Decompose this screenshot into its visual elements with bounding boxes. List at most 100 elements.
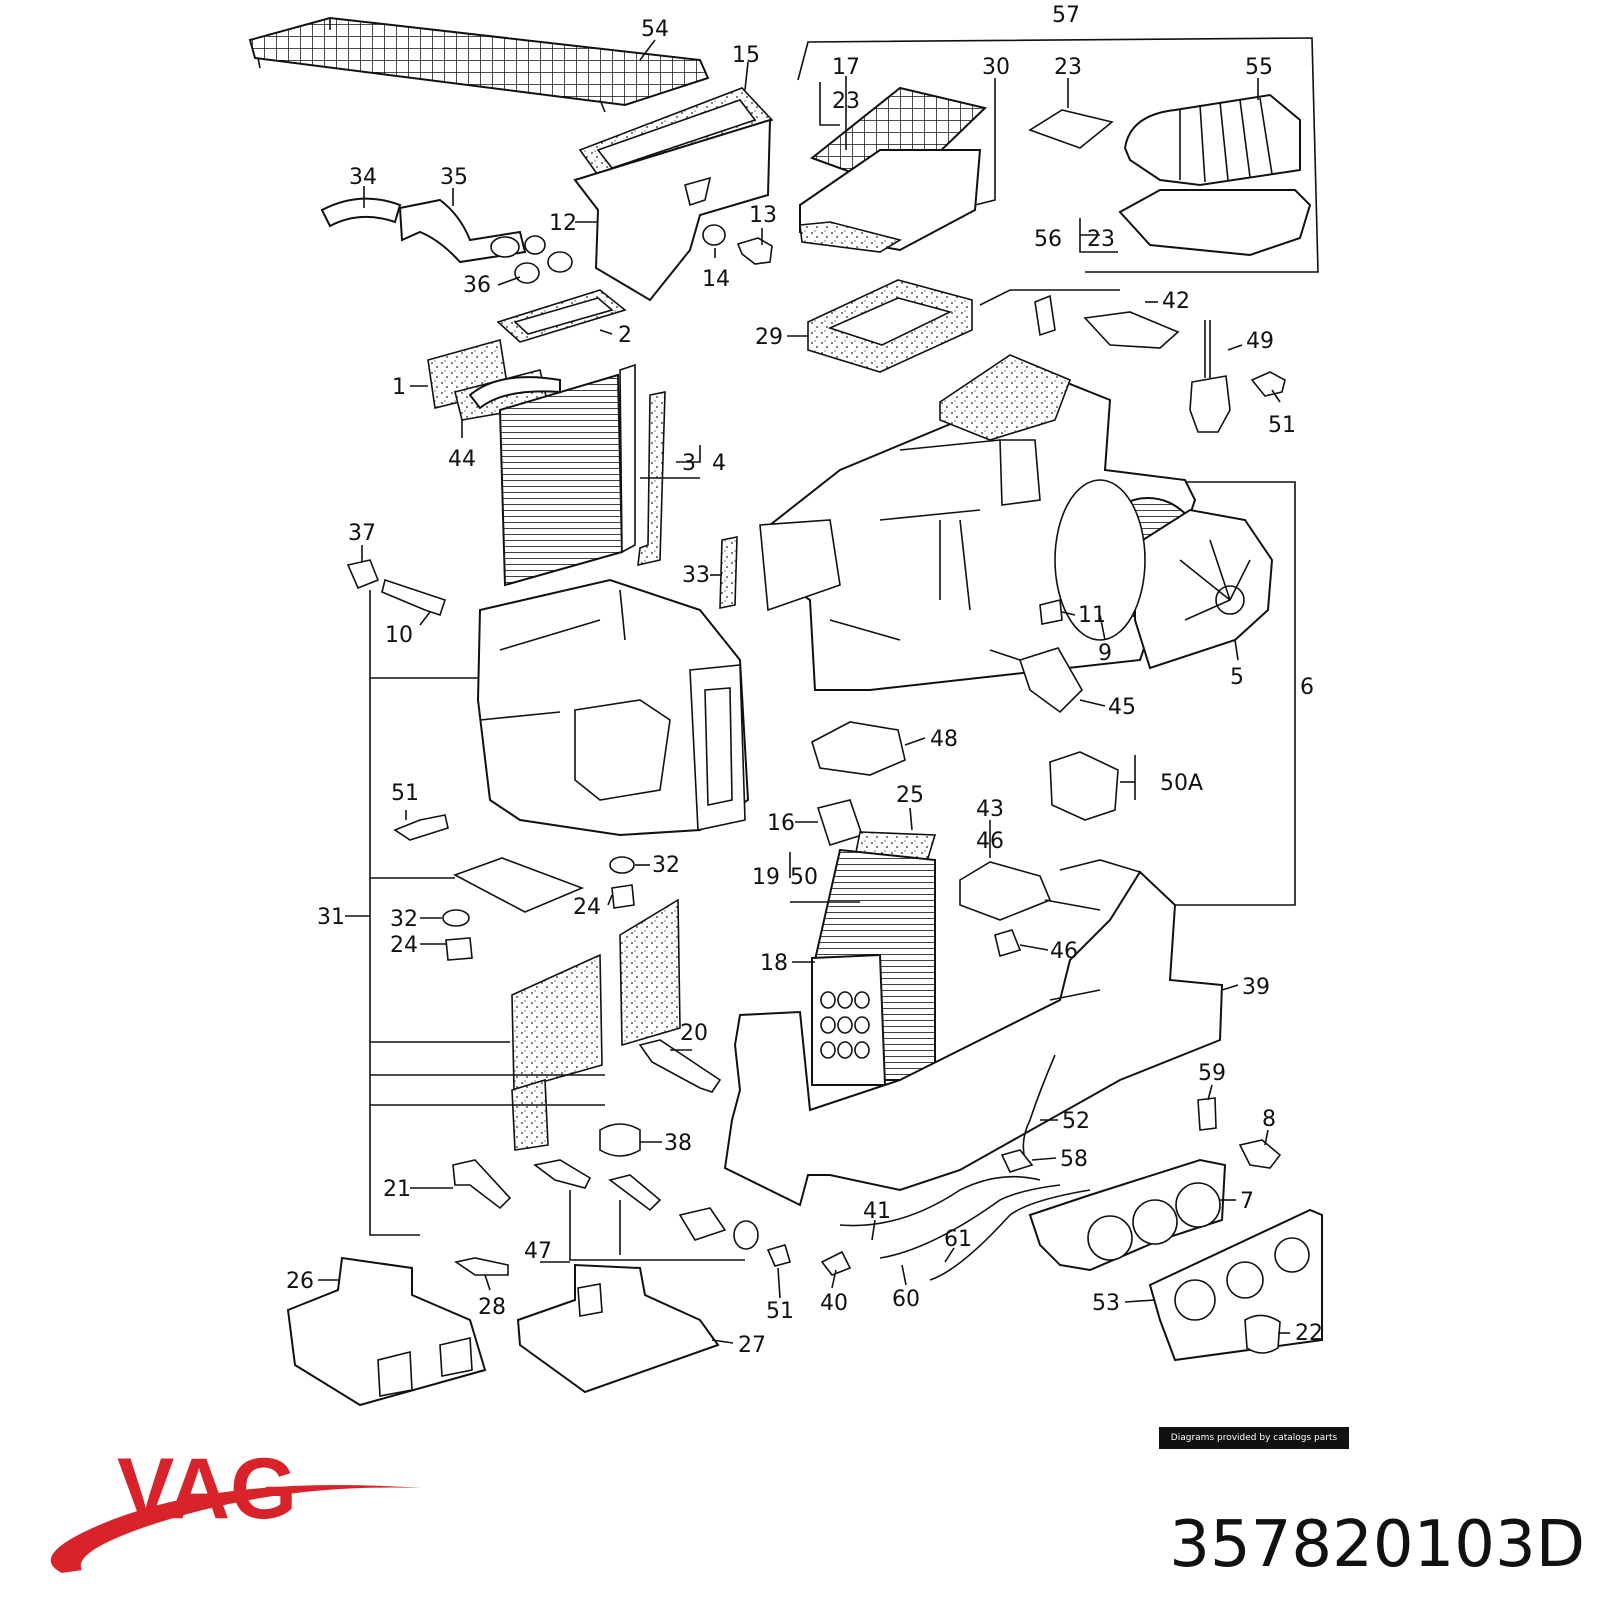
part-38-grommet bbox=[599, 1123, 641, 1157]
part-24-clip-left bbox=[445, 937, 473, 961]
callout-label: 23 bbox=[1054, 55, 1082, 80]
callout-label: 26 bbox=[286, 1269, 314, 1294]
part-11-clip bbox=[1039, 598, 1063, 625]
callout-label: 13 bbox=[749, 203, 777, 228]
filter-panel-back bbox=[619, 898, 681, 1047]
callout-label: 40 bbox=[820, 1291, 848, 1316]
part-24-clip-right bbox=[611, 884, 635, 909]
part-5-blower-motor bbox=[1134, 508, 1274, 670]
callout-label: 57 bbox=[1052, 3, 1080, 28]
part-23-clip bbox=[1028, 109, 1114, 149]
part-drawings bbox=[248, 16, 1323, 1407]
callout-label: 61 bbox=[944, 1227, 972, 1252]
callout-label: 24 bbox=[573, 895, 601, 920]
callout-label: 7 bbox=[1240, 1189, 1254, 1214]
callout-label: 50 bbox=[790, 865, 818, 890]
callout-label: 50A bbox=[1160, 771, 1203, 796]
part-48-valve bbox=[811, 721, 906, 776]
callout-label: 48 bbox=[930, 727, 958, 752]
part-16-valve bbox=[816, 799, 864, 846]
part-10-screw bbox=[381, 578, 447, 617]
part-42-bracket bbox=[1083, 311, 1180, 349]
part-59-clip bbox=[1197, 1097, 1217, 1131]
callout-label: 18 bbox=[760, 951, 788, 976]
brand-name: VAG bbox=[117, 1448, 297, 1537]
part-27-vent bbox=[516, 1263, 720, 1394]
callout-label: 49 bbox=[1246, 329, 1274, 354]
callout-label: 53 bbox=[1092, 1291, 1120, 1316]
leader-lines bbox=[318, 39, 1290, 1344]
callout-label: 43 bbox=[976, 797, 1004, 822]
part-51-screw-bottom bbox=[766, 1244, 791, 1267]
part-7-control-unit bbox=[1028, 1158, 1227, 1272]
callout-label: 21 bbox=[383, 1177, 411, 1202]
callout-label: 56 bbox=[1034, 227, 1062, 252]
callout-label: 15 bbox=[732, 43, 760, 68]
part-22-knob bbox=[1244, 1314, 1281, 1354]
diagram-credit: Diagrams provided by catalogs parts bbox=[1159, 1427, 1349, 1449]
part-28-screw bbox=[454, 1257, 509, 1276]
callout-label: 20 bbox=[680, 1021, 708, 1046]
callout-label: 32 bbox=[390, 907, 418, 932]
part-34-hose bbox=[320, 197, 402, 228]
callout-label: 35 bbox=[440, 165, 468, 190]
callout-label: 36 bbox=[463, 273, 491, 298]
callout-label: 1 bbox=[392, 375, 406, 400]
part-33-strip bbox=[719, 536, 738, 609]
exploded-parts-diagram: 54 57 15 17 23 30 23 55 34 35 12 13 14 3… bbox=[248, 3, 1323, 1407]
callout-label: 27 bbox=[738, 1333, 766, 1358]
evaporator-ports bbox=[820, 991, 870, 1059]
part-43-switch bbox=[959, 861, 1052, 921]
callout-label: 51 bbox=[1268, 413, 1296, 438]
callout-label: 30 bbox=[982, 55, 1010, 80]
callout-label: 33 bbox=[682, 563, 710, 588]
callout-label: 17 bbox=[832, 55, 860, 80]
callout-label: 54 bbox=[641, 17, 669, 42]
part-20-bolt bbox=[638, 1039, 722, 1093]
callout-label: 38 bbox=[664, 1131, 692, 1156]
callout-label: 8 bbox=[1262, 1107, 1276, 1132]
callout-label: 3 bbox=[682, 451, 696, 476]
callout-label: 4 bbox=[712, 451, 726, 476]
callout-label: 34 bbox=[349, 165, 377, 190]
part-40-clip bbox=[820, 1250, 852, 1276]
part-46-grommet bbox=[994, 929, 1022, 958]
part-32-washer-left bbox=[442, 909, 470, 927]
part-45-resistor bbox=[1018, 647, 1083, 714]
callout-label: 11 bbox=[1078, 603, 1106, 628]
callout-label: 60 bbox=[892, 1287, 920, 1312]
callout-label: 41 bbox=[863, 1199, 891, 1224]
callout-label: 31 bbox=[317, 905, 345, 930]
callout-label: 46 bbox=[976, 829, 1004, 854]
callout-label: 22 bbox=[1295, 1321, 1323, 1346]
callout-label: 19 bbox=[752, 865, 780, 890]
callout-label: 9 bbox=[1098, 641, 1112, 666]
part-4-heater-core bbox=[498, 373, 624, 587]
callout-label: 29 bbox=[755, 325, 783, 350]
part-54-panel bbox=[248, 16, 710, 107]
callout-label: 25 bbox=[896, 783, 924, 808]
callout-label: 47 bbox=[524, 1239, 552, 1264]
callout-label: 23 bbox=[1087, 227, 1115, 252]
callout-label: 28 bbox=[478, 1295, 506, 1320]
callout-label: 5 bbox=[1230, 665, 1244, 690]
part-39-lower-housing bbox=[723, 870, 1224, 1207]
callout-label: 6 bbox=[1300, 675, 1314, 700]
part-55-cover bbox=[1123, 93, 1301, 187]
callout-label: 51 bbox=[391, 781, 419, 806]
callout-label: 24 bbox=[390, 933, 418, 958]
callout-label: 37 bbox=[348, 521, 376, 546]
part-51-screw-left bbox=[393, 814, 449, 841]
part-58-clip bbox=[1000, 1149, 1034, 1173]
callout-label: 39 bbox=[1242, 975, 1270, 1000]
callout-label: 51 bbox=[766, 1299, 794, 1324]
callout-label: 23 bbox=[832, 89, 860, 114]
part-12-duct bbox=[573, 118, 772, 302]
callout-label: 12 bbox=[549, 211, 577, 236]
part-56-tray bbox=[1118, 189, 1312, 257]
part-14-washer bbox=[702, 224, 726, 246]
callout-label: 52 bbox=[1062, 1109, 1090, 1134]
part-51-screw-top bbox=[1250, 371, 1286, 397]
part-plate bbox=[453, 857, 585, 913]
vag-logo: VAG bbox=[50, 1448, 422, 1573]
